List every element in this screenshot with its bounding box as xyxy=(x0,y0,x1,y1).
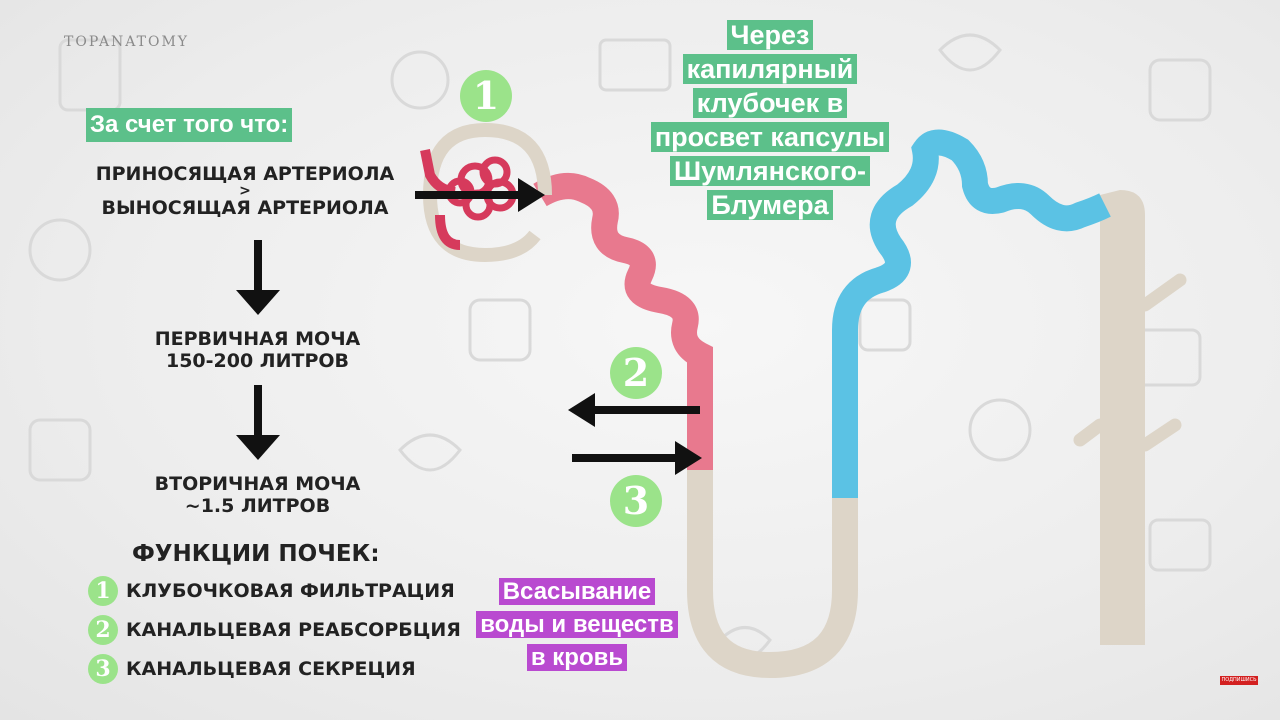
note-line: клубочек в xyxy=(692,88,848,118)
brand-logo: TOPANATOMY xyxy=(64,34,190,50)
arteriole-comparison: ПРИНОСЯЩАЯ АРТЕРИОЛА > ВЫНОСЯЩАЯ АРТЕРИО… xyxy=(80,163,410,219)
primary-urine-volume: 150-200 ЛИТРОВ xyxy=(165,350,350,372)
marker-1: 1 xyxy=(460,70,512,122)
function-number: 2 xyxy=(88,615,118,645)
note-line: Шумлянского- xyxy=(669,156,871,186)
function-label: КАНАЛЬЦЕВАЯ РЕАБСОРБЦИЯ xyxy=(126,619,461,641)
note-line: Через xyxy=(726,20,814,50)
collecting-duct xyxy=(1073,190,1187,645)
note-line: просвет капсулы xyxy=(650,122,890,152)
afferent-arteriole-label: ПРИНОСЯЩАЯ АРТЕРИОЛА xyxy=(95,163,395,185)
comparator-sign: > xyxy=(239,183,251,199)
function-number: 3 xyxy=(88,654,118,684)
reabsorption-arrow xyxy=(568,393,700,427)
note-line: Блумера xyxy=(707,190,833,220)
secretion-arrow xyxy=(572,441,702,475)
marker-2: 2 xyxy=(610,347,662,399)
loop-of-henle xyxy=(687,470,858,679)
list-item: 1 КЛУБОЧКОВАЯ ФИЛЬТРАЦИЯ xyxy=(88,576,461,606)
function-label: КАНАЛЬЦЕВАЯ СЕКРЕЦИЯ xyxy=(126,658,416,680)
note-line: в кровь xyxy=(526,644,628,671)
secondary-urine-title: ВТОРИЧНАЯ МОЧА xyxy=(154,473,361,495)
secondary-urine-volume: ~1.5 ЛИТРОВ xyxy=(184,495,331,517)
function-number: 1 xyxy=(88,576,118,606)
marker-3: 3 xyxy=(610,475,662,527)
primary-urine-title: ПЕРВИЧНАЯ МОЧА xyxy=(154,328,361,350)
filtration-note: Через капилярный клубочек в просвет капс… xyxy=(620,18,920,222)
secondary-urine-block: ВТОРИЧНАЯ МОЧА ~1.5 ЛИТРОВ xyxy=(110,473,405,517)
filtration-arrow xyxy=(415,178,545,212)
note-line: воды и веществ xyxy=(476,611,678,638)
note-line: Всасывание xyxy=(498,578,656,605)
reason-highlight: За счет того что: xyxy=(86,108,293,142)
reabsorption-note: Всасывание воды и веществ в кровь xyxy=(452,575,702,674)
list-item: 3 КАНАЛЬЦЕВАЯ СЕКРЕЦИЯ xyxy=(88,654,461,684)
flow-arrow-1 xyxy=(236,240,280,315)
distal-tubule xyxy=(832,129,1111,498)
efferent-arteriole-label: ВЫНОСЯЩАЯ АРТЕРИОЛА xyxy=(101,197,389,219)
flow-arrow-2 xyxy=(236,385,280,460)
function-label: КЛУБОЧКОВАЯ ФИЛЬТРАЦИЯ xyxy=(126,580,455,602)
list-item: 2 КАНАЛЬЦЕВАЯ РЕАБСОРБЦИЯ xyxy=(88,615,461,645)
functions-title: ФУНКЦИИ ПОЧЕК: xyxy=(132,541,380,567)
primary-urine-block: ПЕРВИЧНАЯ МОЧА 150-200 ЛИТРОВ xyxy=(110,328,405,372)
proximal-tubule xyxy=(533,173,713,470)
note-line: капилярный xyxy=(682,54,858,84)
bowman-capsule xyxy=(422,122,552,263)
functions-list: 1 КЛУБОЧКОВАЯ ФИЛЬТРАЦИЯ 2 КАНАЛЬЦЕВАЯ Р… xyxy=(88,576,461,684)
subscribe-badge[interactable]: ПОДПИШИСЬ xyxy=(1220,676,1258,685)
